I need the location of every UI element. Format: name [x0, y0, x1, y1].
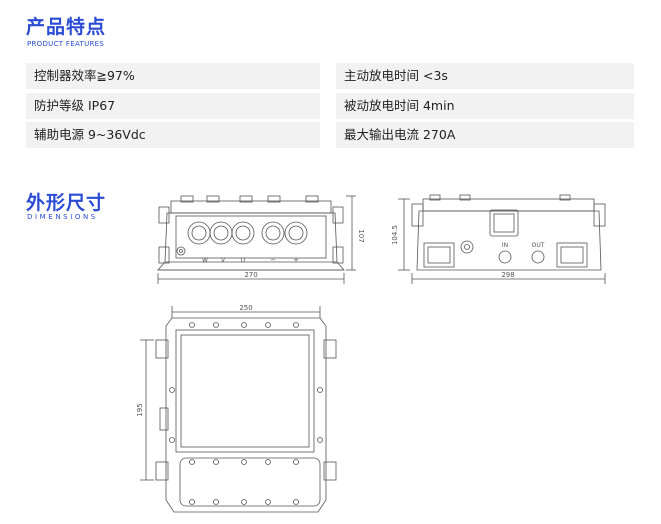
feature-item: 最大输出电流 270A	[336, 122, 634, 148]
feature-item: 主动放电时间 <3s	[336, 63, 634, 89]
feature-item: 防护等级 IP67	[26, 93, 320, 119]
port-label: U	[241, 257, 245, 264]
side-width-label: 298	[501, 271, 514, 279]
feature-item: 控制器效率≧97%	[26, 63, 320, 89]
feature-item: 被动放电时间 4min	[336, 93, 634, 119]
top-width-label: 250	[239, 304, 252, 312]
feature-item: 辅助电源 9~36Vdc	[26, 122, 320, 148]
port-label: +	[293, 256, 299, 264]
side-height-label: 104.5	[391, 225, 399, 245]
dimensions-subtitle: DIMENSIONS	[27, 213, 98, 221]
port-label: V	[221, 257, 226, 264]
front-width-label: 270	[244, 271, 257, 279]
front-view	[157, 195, 356, 284]
side-port-label: IN	[502, 242, 508, 249]
front-height-label: 107	[357, 229, 365, 242]
side-port-label: OUT	[532, 242, 545, 249]
port-label: −	[270, 256, 276, 264]
dimensions-title: 外形尺寸	[26, 192, 107, 214]
top-view	[140, 306, 337, 513]
features-title: 产品特点	[26, 16, 107, 38]
side-view	[398, 194, 606, 284]
port-label: W	[202, 257, 208, 264]
features-subtitle: PRODUCT FEATURES	[27, 40, 105, 48]
top-height-label: 195	[136, 403, 144, 416]
